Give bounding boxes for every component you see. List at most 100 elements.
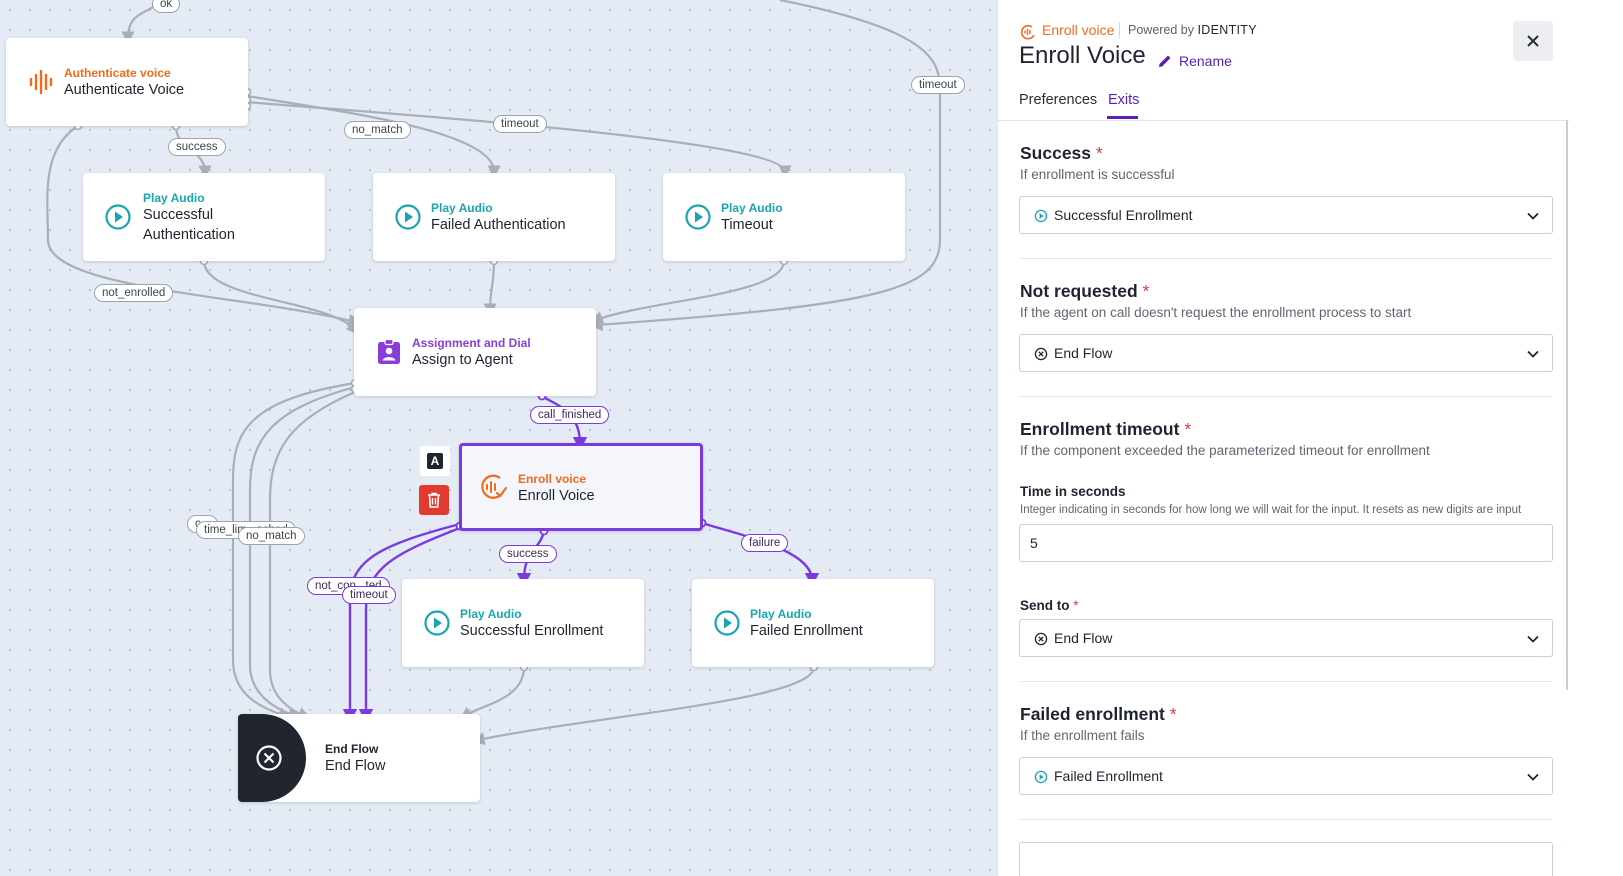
time-in-seconds-input[interactable]: 5 (1019, 524, 1553, 562)
end-flow-icon (256, 745, 282, 771)
edge-label-ok[interactable]: ok (152, 0, 181, 13)
node-name: Successful Enrollment (460, 623, 604, 639)
powered-by: Powered by IDENTITY (1128, 23, 1257, 37)
edge-assign-end-2 (248, 385, 356, 720)
section-divider (1020, 258, 1552, 259)
play-icon (103, 202, 133, 232)
panel-title: Enroll Voice (1019, 42, 1146, 69)
edge-success-auth-out (202, 260, 360, 336)
play-icon (1034, 770, 1048, 784)
node-name: Failed Authentication (431, 217, 566, 233)
rename-button[interactable]: Rename (1157, 51, 1232, 71)
tab-preferences[interactable]: Preferences (1019, 92, 1098, 108)
not-requested-exit-select[interactable]: End Flow (1019, 334, 1553, 372)
select-value: Successful Enrollment (1054, 207, 1193, 223)
edge-label-failure[interactable]: failure (741, 534, 789, 552)
pencil-icon (1159, 55, 1171, 67)
edge-label-call-finished[interactable]: call_finished (530, 406, 610, 424)
time-in-seconds-label: Time in seconds (1020, 484, 1126, 499)
section-desc-not-requested: If the agent on call doesn't request the… (1020, 305, 1412, 320)
required-mark: * (1095, 143, 1103, 163)
edge-label-timeout-right[interactable]: timeout (911, 76, 965, 94)
edge-label-not-enrolled[interactable]: not_enrolled (94, 284, 174, 302)
node-type: Play Audio (460, 607, 522, 621)
node-type: End Flow (325, 742, 379, 756)
edge-assign-end-3 (268, 390, 356, 720)
close-icon (1527, 35, 1539, 47)
node-play-successful-authentication[interactable]: Play Audio Successful Authentication (83, 173, 325, 261)
success-exit-select[interactable]: Successful Enrollment (1019, 196, 1553, 234)
text-tool-icon: A (427, 453, 443, 469)
edge-label-no-match[interactable]: no_match (344, 121, 411, 139)
close-panel-button[interactable] (1513, 21, 1553, 61)
edge-timeout-out (589, 260, 786, 324)
section-title-success: Success * (1020, 143, 1103, 164)
section-desc-enrollment-timeout: If the component exceeded the parameteri… (1020, 443, 1430, 458)
powered-by-prefix: Powered by (1128, 23, 1195, 37)
flow-canvas[interactable]: ok success no_match timeout timeout not_… (0, 0, 997, 876)
edge-timeout-long (589, 0, 942, 332)
edge-not-enrolled (46, 125, 362, 327)
panel-component-type: Enroll voice (1042, 22, 1115, 38)
edge-label-no-match-assign[interactable]: no_match (238, 527, 305, 545)
tabs-divider (997, 120, 1569, 121)
voice-waveform-icon (26, 67, 56, 97)
chevron-down-icon (1527, 350, 1539, 358)
required-mark: * (1169, 704, 1177, 724)
properties-panel (997, 0, 1623, 876)
tab-exits[interactable]: Exits (1108, 92, 1140, 108)
panel-scrollbar[interactable] (1566, 120, 1568, 690)
edge-failed-auth-out (483, 260, 497, 317)
section-title-text: Success (1020, 143, 1092, 163)
enroll-voice-icon (1020, 24, 1035, 40)
edge-label-timeout-enroll[interactable]: timeout (342, 586, 396, 604)
required-mark: * (1073, 598, 1079, 613)
node-play-failed-authentication[interactable]: Play Audio Failed Authentication (373, 173, 615, 261)
edge-timeout-auth (246, 100, 792, 179)
edge-failed-enroll-out (471, 666, 816, 746)
rename-label: Rename (1179, 53, 1232, 69)
node-play-failed-enrollment[interactable]: Play Audio Failed Enrollment (692, 579, 934, 667)
node-type: Play Audio (721, 201, 783, 215)
edge-label-timeout[interactable]: timeout (493, 115, 547, 133)
time-in-seconds-help: Integer indicating in seconds for how lo… (1020, 504, 1522, 516)
node-play-successful-enrollment[interactable]: Play Audio Successful Enrollment (402, 579, 644, 667)
end-flow-icon (1034, 347, 1048, 361)
next-select-partial[interactable] (1019, 842, 1553, 876)
section-desc-success: If enrollment is successful (1020, 167, 1175, 182)
text-tool-button[interactable]: A (420, 446, 450, 476)
tab-exits-indicator (1107, 116, 1138, 119)
node-authenticate-voice[interactable]: Authenticate voice Authenticate Voice (6, 38, 248, 126)
select-value: Failed Enrollment (1054, 768, 1163, 784)
chevron-down-icon (1527, 212, 1539, 220)
node-name: Failed Enrollment (750, 623, 863, 639)
edge-label-success-enroll[interactable]: success (499, 545, 557, 563)
play-icon (1034, 209, 1048, 223)
node-play-timeout[interactable]: Play Audio Timeout (663, 173, 905, 261)
header-divider (1119, 22, 1120, 38)
select-value: End Flow (1054, 630, 1113, 646)
required-mark: * (1184, 419, 1192, 439)
node-enroll-voice[interactable]: Enroll voice Enroll Voice (459, 443, 703, 531)
node-name: Assign to Agent (412, 352, 513, 368)
end-flow-badge (238, 714, 306, 802)
node-type: Enroll voice (518, 472, 587, 486)
chevron-down-icon (1527, 635, 1539, 643)
node-type: Play Audio (431, 201, 493, 215)
failed-enrollment-exit-select[interactable]: Failed Enrollment (1019, 757, 1553, 795)
play-icon (712, 608, 742, 638)
delete-node-button[interactable] (419, 485, 449, 515)
edge-success-enroll-out (459, 666, 526, 720)
powered-by-brand: IDENTITY (1197, 23, 1257, 37)
end-flow-icon (1034, 632, 1048, 646)
send-to-select[interactable]: End Flow (1019, 619, 1553, 657)
section-divider (1020, 396, 1552, 397)
edge-label-success[interactable]: success (168, 138, 226, 156)
node-name: Enroll Voice (518, 488, 595, 504)
edge-timeout-enroll (358, 526, 461, 724)
section-title-enrollment-timeout: Enrollment timeout * (1020, 419, 1191, 440)
section-title-failed-enrollment: Failed enrollment * (1020, 704, 1177, 725)
section-title-text: Enrollment timeout (1020, 419, 1180, 439)
node-assign-to-agent[interactable]: Assignment and Dial Assign to Agent (354, 308, 596, 396)
node-end-flow[interactable]: End Flow End Flow (238, 714, 480, 802)
